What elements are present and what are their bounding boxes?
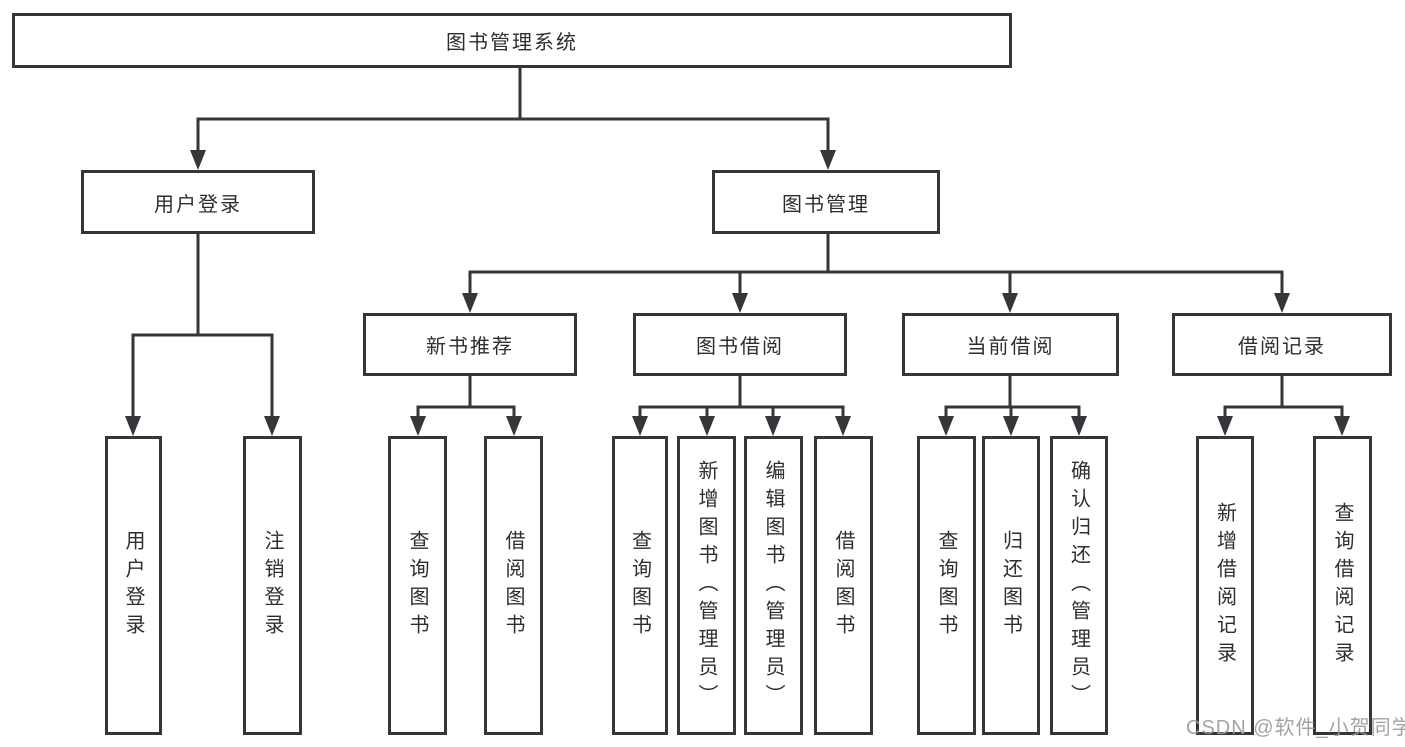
leaf-user-login: 用户登录 [105,436,162,735]
leaf-add-books-admin: 新增图书（管理员） [677,436,736,735]
leaf-borrow-books-recommend: 借阅图书 [484,436,543,735]
connector-book-management-to-level3 [462,232,1290,313]
leaf-query-books-current: 查询图书 [917,436,976,735]
node-user-login: 用户登录 [81,170,315,234]
leaf-query-borrow-record: 查询借阅记录 [1313,436,1372,735]
leaf-confirm-return-admin: 确认归还（管理员） [1050,436,1108,735]
connector-new-books-to-leaves [410,374,522,436]
connector-user-login-to-leaves [125,232,280,436]
leaf-logout: 注销登录 [243,436,302,735]
leaf-query-books-recommend: 查询图书 [388,436,447,735]
connector-borrowing-records-to-leaves [1217,374,1350,436]
connector-current-borrowing-to-leaves [938,374,1087,436]
csdn-watermark: CSDN @软件_小贺同学 [1186,717,1405,739]
leaf-query-books-borrowing: 查询图书 [612,436,668,735]
node-new-book-recommend: 新书推荐 [363,313,577,376]
node-book-management-system: 图书管理系统 [12,13,1012,68]
node-current-borrowing: 当前借阅 [902,313,1119,376]
leaf-edit-books-admin: 编辑图书（管理员） [744,436,803,735]
node-borrowing-records: 借阅记录 [1172,313,1392,376]
node-book-management: 图书管理 [712,170,940,234]
leaf-return-books: 归还图书 [982,436,1040,735]
node-book-borrowing: 图书借阅 [633,313,847,376]
connector-root-to-level2 [190,64,836,170]
leaf-add-borrow-record: 新增借阅记录 [1196,436,1254,735]
leaf-borrow-books: 借阅图书 [814,436,873,735]
connector-book-borrowing-to-leaves [632,374,851,436]
